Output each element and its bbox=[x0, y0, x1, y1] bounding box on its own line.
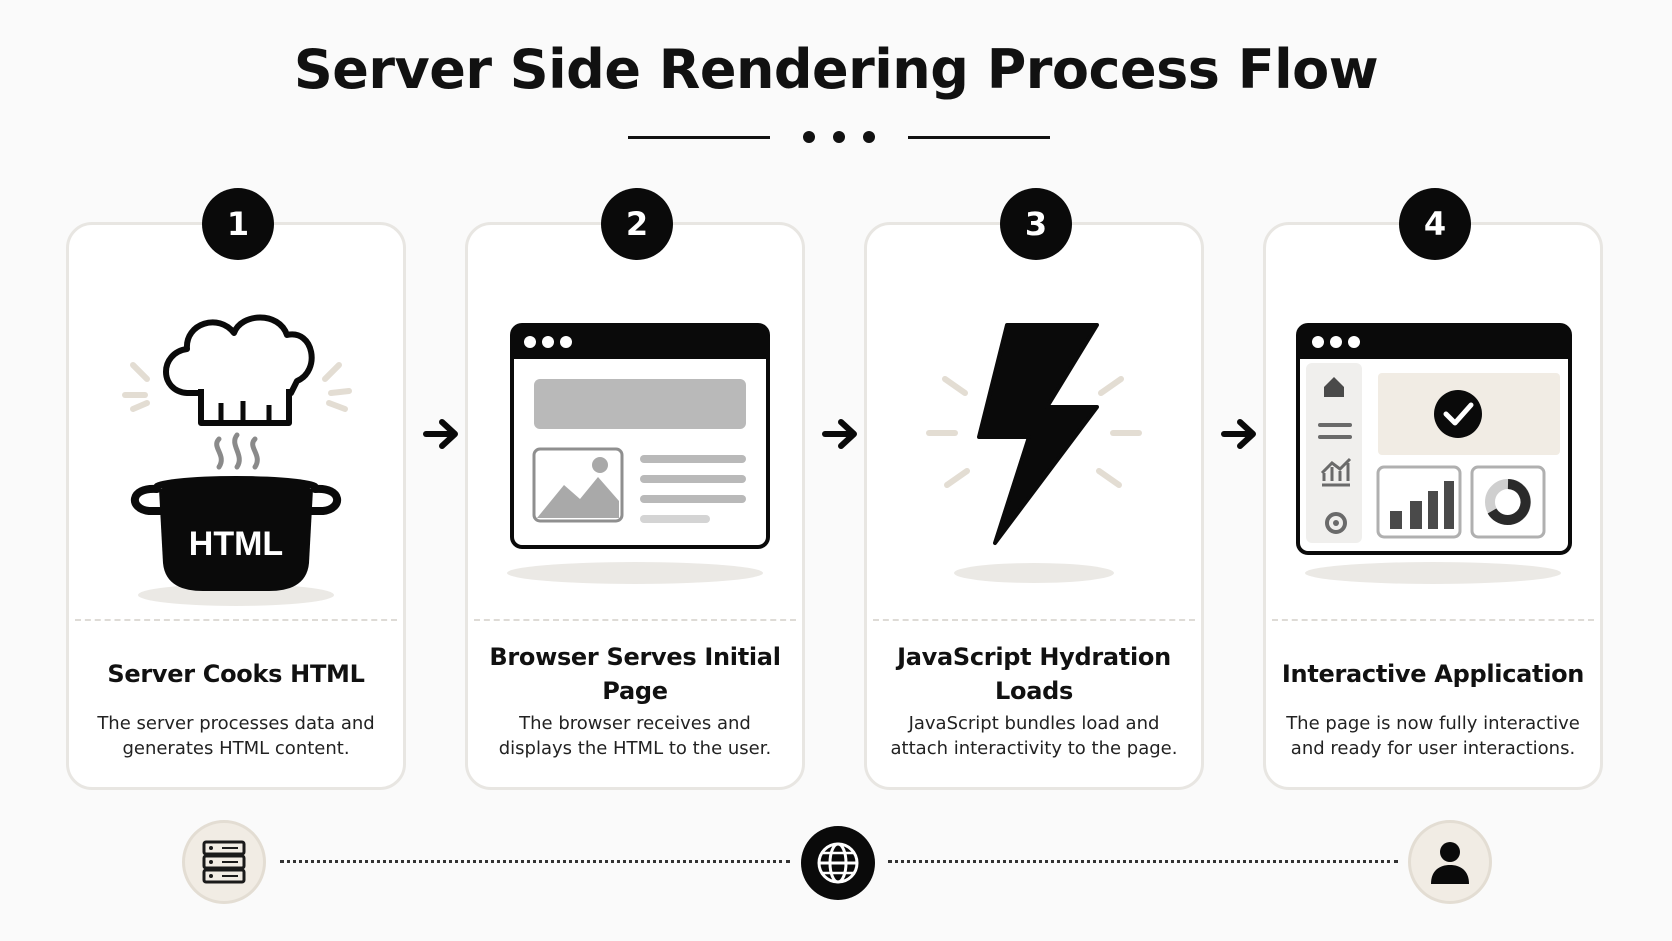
step-description: The page is now fully interactive and re… bbox=[1286, 713, 1580, 759]
checkmark-circle-icon bbox=[1434, 390, 1482, 438]
step-number-badge: 3 bbox=[1000, 188, 1072, 260]
lightning-icon bbox=[977, 323, 1099, 545]
step-description: The server processes data and generates … bbox=[97, 713, 375, 759]
divider-line-left bbox=[628, 136, 770, 139]
step-card-4: Interactive Application The page is now … bbox=[1263, 222, 1603, 790]
card-separator bbox=[873, 619, 1195, 621]
connector-line bbox=[888, 860, 1398, 863]
steam-lines bbox=[214, 432, 260, 470]
connector-line bbox=[280, 860, 790, 863]
step-title: Browser Serves Initial Page bbox=[489, 643, 781, 705]
browser-window-illustration bbox=[507, 323, 770, 584]
divider-dot bbox=[863, 131, 875, 143]
donut-chart-icon bbox=[1485, 479, 1531, 525]
divider-dot bbox=[803, 131, 815, 143]
divider-line-right bbox=[908, 136, 1050, 139]
server-node bbox=[182, 820, 266, 904]
user-node bbox=[1408, 820, 1492, 904]
card-separator bbox=[1272, 619, 1594, 621]
server-icon bbox=[202, 840, 246, 884]
step-title: Server Cooks HTML bbox=[107, 660, 365, 688]
dashboard-app-illustration bbox=[1296, 323, 1572, 584]
arrow-right-icon bbox=[423, 419, 458, 449]
page-title: Server Side Rendering Process Flow bbox=[293, 38, 1379, 101]
arrow-right-icon bbox=[822, 419, 857, 449]
step-number-badge: 4 bbox=[1399, 188, 1471, 260]
step-card-1: HTML Server Cooks HTML The server proces… bbox=[66, 222, 406, 790]
step-title: JavaScript Hydration Loads bbox=[897, 643, 1171, 705]
bar-chart-icon bbox=[1390, 481, 1454, 529]
menu-icon bbox=[1318, 423, 1352, 439]
step-number-badge: 2 bbox=[601, 188, 673, 260]
analytics-icon bbox=[1320, 457, 1352, 487]
user-icon bbox=[1431, 842, 1469, 884]
divider-dot bbox=[833, 131, 845, 143]
step-number-badge: 1 bbox=[202, 188, 274, 260]
step-card-2: Browser Serves Initial Page The browser … bbox=[465, 222, 805, 790]
title-divider bbox=[0, 128, 1672, 148]
home-icon bbox=[1324, 377, 1344, 397]
step-card-3: JavaScript Hydration Loads JavaScript bu… bbox=[864, 222, 1204, 790]
sparkle-lines bbox=[926, 376, 1142, 488]
cooking-pot-illustration: HTML bbox=[122, 314, 352, 606]
network-node bbox=[801, 826, 875, 900]
card-separator bbox=[474, 619, 796, 621]
globe-icon bbox=[817, 842, 859, 884]
sparkle-lines bbox=[122, 362, 352, 412]
gear-icon bbox=[1325, 512, 1347, 534]
step-description: JavaScript bundles load and attach inter… bbox=[890, 713, 1178, 759]
pot-label: HTML bbox=[189, 525, 283, 563]
chef-hat-icon bbox=[163, 314, 315, 426]
lightning-bolt-illustration bbox=[926, 323, 1142, 583]
pot-icon: HTML bbox=[130, 476, 342, 591]
step-title: Interactive Application bbox=[1281, 660, 1585, 688]
card-separator bbox=[75, 619, 397, 621]
step-description: The browser receives and displays the HT… bbox=[498, 713, 772, 759]
arrow-right-icon bbox=[1221, 419, 1256, 449]
